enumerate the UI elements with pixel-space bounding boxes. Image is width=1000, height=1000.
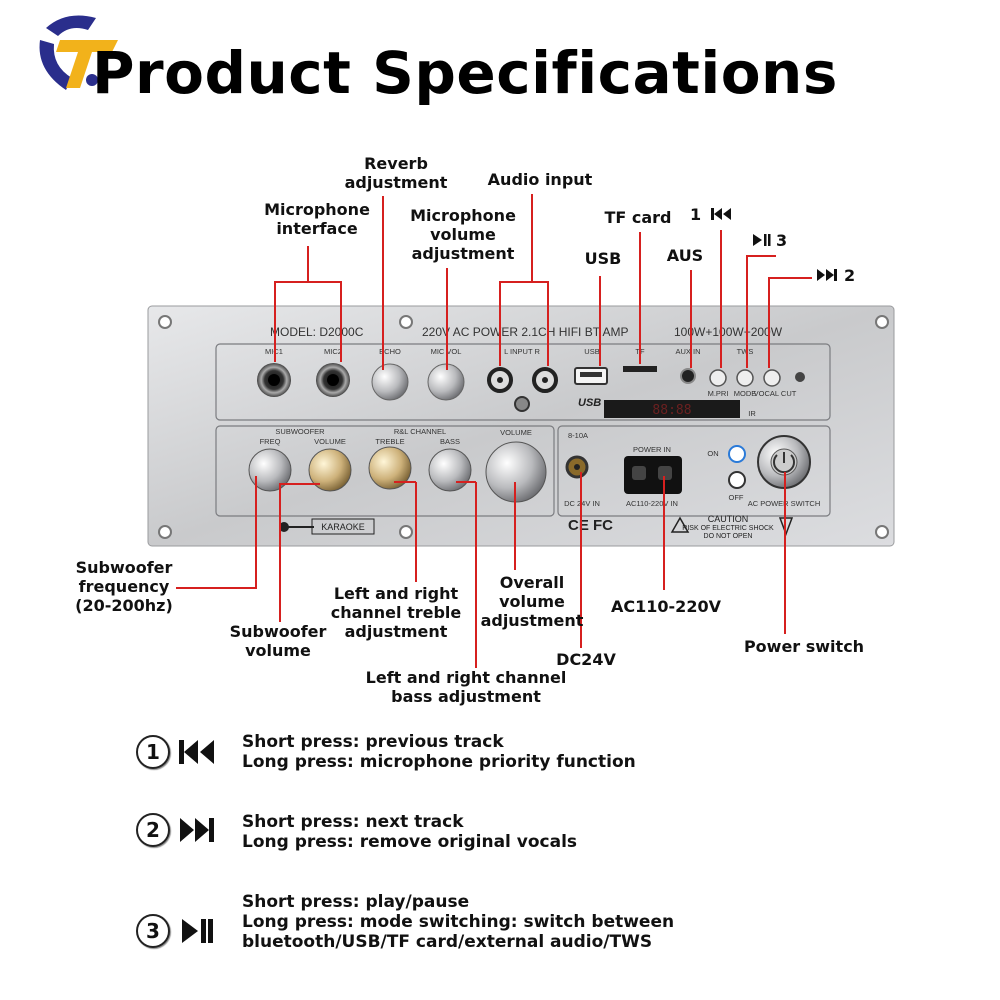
karaoke-badge	[311, 518, 375, 535]
callout-usb: USB	[584, 249, 622, 268]
amplifier-diagram: MODEL: D2000C 220V AC POWER 2.1CH HIFI B…	[147, 194, 895, 668]
sub-volume-label: VOLUME	[314, 437, 346, 446]
play-pause-icon	[753, 234, 771, 246]
ground-post	[514, 396, 530, 412]
caution-line-2: DO NOT OPEN	[704, 533, 753, 540]
button-play-pause	[736, 369, 754, 387]
input-label: L INPUT R	[504, 347, 540, 356]
main-volume-label: VOLUME	[500, 428, 532, 437]
ir-label: IR	[748, 409, 756, 418]
vocal-cut-label: VOCAL CUT	[754, 389, 797, 398]
freq-label: FREQ	[260, 437, 281, 446]
callout-button-3: 3	[752, 231, 802, 250]
callout-button-1: 1	[690, 205, 740, 224]
warning-icon	[670, 516, 690, 533]
number-badge: 2	[136, 813, 170, 847]
callout-power-switch: Power switch	[743, 637, 865, 656]
m-pri-label: M.PRI	[708, 389, 729, 398]
output-text: 100W+100W+200W	[674, 325, 783, 339]
next-track-icon	[180, 818, 214, 842]
screw	[158, 525, 172, 539]
off-label: OFF	[729, 493, 744, 502]
treble-knob	[368, 446, 412, 490]
screw	[399, 525, 413, 539]
callout-tf-card: TF card	[604, 208, 672, 227]
power-off-icon	[728, 471, 746, 489]
mic2-label: MIC2	[324, 347, 342, 356]
previous-track-icon	[710, 208, 731, 220]
tf-slot	[623, 366, 657, 372]
subwoofer-label: SUBWOOFER	[275, 427, 325, 436]
usb-port-label: USB	[584, 347, 599, 356]
caution-line-1: RISK OF ELECTRIC SHOCK	[682, 525, 774, 532]
callout-audio-input: Audio input	[487, 170, 593, 189]
bass-label: BASS	[440, 437, 460, 446]
lower-section	[215, 425, 555, 517]
number-badge: 1	[136, 735, 170, 769]
screw	[399, 315, 413, 329]
page-title: Product Specifications	[92, 39, 838, 107]
number-badge: 3	[136, 914, 170, 948]
echo-knob	[371, 363, 409, 401]
next-track-icon	[817, 269, 837, 281]
callout-ac: AC110-220V	[611, 597, 721, 616]
karaoke-text: KARAOKE	[321, 522, 365, 532]
karaoke-mic-icon	[279, 522, 289, 532]
ac-in-label: AC110-220V IN	[626, 499, 678, 508]
callout-aus: AUS	[666, 246, 704, 265]
sub-volume-knob	[308, 448, 352, 492]
screw	[875, 315, 889, 329]
model-text: MODEL: D2000C	[270, 325, 364, 339]
button-next	[763, 369, 781, 387]
mode-label: MODE	[734, 389, 757, 398]
callout-button-2: 2	[816, 266, 866, 285]
power-text: 220V AC POWER 2.1CH HIFI BT AMP	[422, 325, 629, 339]
aux-jack	[680, 368, 696, 384]
ac-inlet	[624, 456, 682, 494]
power-section	[557, 425, 831, 517]
fuse-label: 8-10A	[568, 431, 588, 440]
upper-section	[215, 343, 831, 421]
echo-label: ECHO	[379, 347, 401, 356]
play-pause-icon	[182, 919, 213, 943]
callout-dc: DC24V	[556, 650, 616, 669]
rl-channel-label: R&L CHANNEL	[394, 427, 446, 436]
caution-title: CAUTION	[708, 514, 749, 524]
display-digits: 88:88	[652, 403, 691, 418]
screw	[875, 525, 889, 539]
bass-knob	[428, 448, 472, 492]
on-label: ON	[707, 449, 718, 458]
ir-sensor	[795, 372, 805, 382]
cert-marks: CE FC	[568, 517, 613, 534]
power-on-icon	[728, 445, 746, 463]
tws-label: TWS	[737, 347, 754, 356]
previous-track-icon	[179, 740, 214, 764]
treble-label: TREBLE	[375, 437, 404, 446]
usb-logo: USB	[578, 397, 601, 409]
freq-knob	[248, 448, 292, 492]
aux-in-label: AUX IN	[675, 347, 700, 356]
brand-logo	[39, 15, 118, 90]
button-prev	[709, 369, 727, 387]
led-display	[604, 400, 740, 418]
screw	[158, 315, 172, 329]
power-in-label: POWER IN	[633, 445, 671, 454]
